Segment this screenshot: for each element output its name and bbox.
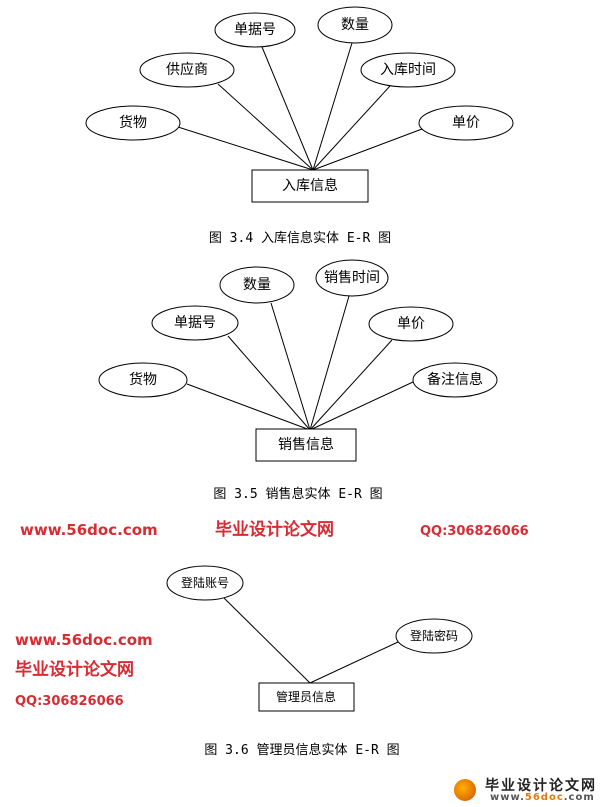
attribute-label: 货物 [119,114,147,131]
logo-url-brand: 56doc [524,792,564,803]
entity-box [255,428,357,462]
entity-label: 销售信息 [278,436,334,453]
entity-box [258,682,355,712]
attribute-ellipse [98,362,188,398]
attribute-label: 数量 [243,277,271,293]
figure-caption: 图 3.5 销售息实体 E-R 图 [213,486,382,502]
watermark-url: www.56doc.com [20,521,158,539]
attribute-label: 供应商 [166,61,208,78]
logo-url: www.56doc.com [490,792,595,803]
watermark-url: www.56doc.com [15,631,153,649]
attribute-label: 单据号 [234,22,276,38]
watermark-group: www.56doc.com 毕业设计论文网 QQ:306826066 [20,519,529,540]
watermark-site: 毕业设计论文网 [215,519,334,540]
attribute-ellipse [395,618,473,654]
attribute-ellipse [214,12,296,48]
attribute-label: 货物 [129,371,157,388]
attribute-label: 入库时间 [380,62,436,78]
entity-label: 入库信息 [282,177,338,194]
attribute-ellipse [368,306,454,342]
attribute-label: 单价 [397,316,425,332]
attribute-label: 单价 [452,115,480,131]
attribute-ellipse [360,52,456,88]
logo-url-suffix: .com [563,792,595,803]
attribute-label: 数量 [341,17,369,33]
logo-url-prefix: www. [490,792,525,803]
watermark-site: 毕业设计论文网 [15,659,134,680]
attribute-ellipse [151,305,239,341]
watermark-group: www.56doc.com 毕业设计论文网 QQ:306826066 [15,631,153,709]
watermark-qq: QQ:306826066 [420,524,529,539]
attribute-ellipse [219,266,295,304]
watermark-qq: QQ:306826066 [15,694,124,709]
attribute-label: 登陆密码 [410,628,458,643]
attribute-label: 单据号 [174,315,216,331]
attribute-label: 备注信息 [427,371,483,388]
figure-caption: 图 3.4 入库信息实体 E-R 图 [209,230,391,246]
attribute-label: 登陆账号 [181,575,229,590]
entity-box [251,169,369,203]
figure-caption: 图 3.6 管理员信息实体 E-R 图 [204,742,399,758]
attribute-ellipse [315,259,389,297]
logo-icon [454,779,476,801]
site-logo: 毕业设计论文网 www.56doc.com [450,775,605,805]
logo-title: 毕业设计论文网 [485,778,597,794]
attribute-ellipse [418,105,514,141]
attribute-ellipse [412,362,498,398]
attribute-ellipse [166,565,244,601]
attribute-label: 销售时间 [324,270,380,286]
attribute-ellipse [139,52,235,88]
attribute-ellipse [85,105,181,141]
attribute-ellipse [317,6,393,44]
entity-label: 管理员信息 [276,689,336,704]
